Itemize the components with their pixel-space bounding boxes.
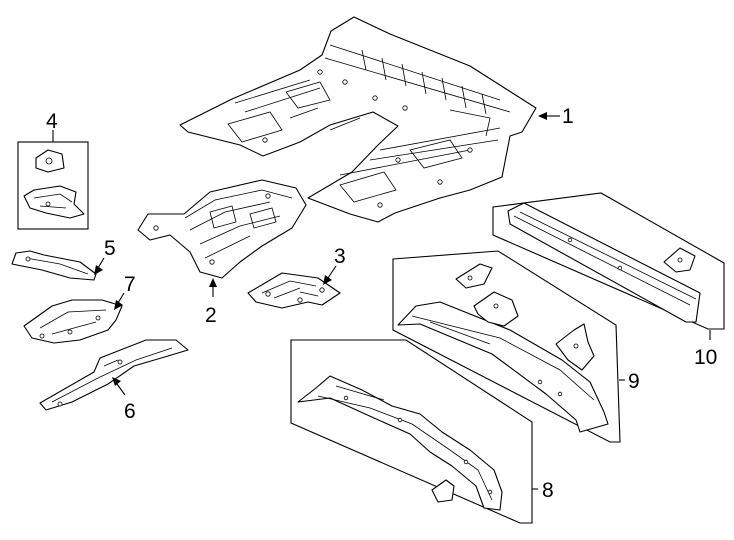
part-1-floor-pan[interactable] [179, 16, 537, 223]
group-9-box [392, 250, 621, 443]
leader-2 [209, 278, 217, 297]
part-8-rail[interactable] [297, 375, 503, 511]
leader-3 [323, 265, 337, 285]
leader-5 [94, 257, 105, 275]
leader-6 [112, 377, 126, 396]
callout-2: 2 [205, 304, 217, 327]
callout-3: 3 [334, 245, 346, 268]
part-2-floor-tunnel[interactable] [137, 179, 307, 279]
callout-8: 8 [542, 479, 554, 502]
callout-10: 10 [694, 346, 717, 369]
group-10-box [492, 192, 725, 330]
part-7-plate[interactable] [23, 299, 123, 344]
group-8-box [290, 339, 533, 524]
callout-6: 6 [124, 400, 136, 423]
callout-4: 4 [46, 110, 58, 133]
callout-9: 9 [628, 370, 640, 393]
part-10-crossmember[interactable] [507, 202, 701, 323]
part-5-bracket[interactable] [11, 250, 97, 281]
callout-1: 1 [562, 105, 574, 128]
leader-7 [114, 292, 125, 310]
callout-7: 7 [124, 273, 136, 296]
part-3-bracket-plate[interactable] [247, 272, 341, 309]
leader-1 [538, 112, 560, 120]
part-9-rail-and-brackets[interactable] [397, 263, 609, 433]
part-6-rail[interactable] [39, 339, 189, 411]
callout-5: 5 [104, 237, 116, 260]
part-4-clip-and-bracket[interactable] [17, 141, 89, 230]
